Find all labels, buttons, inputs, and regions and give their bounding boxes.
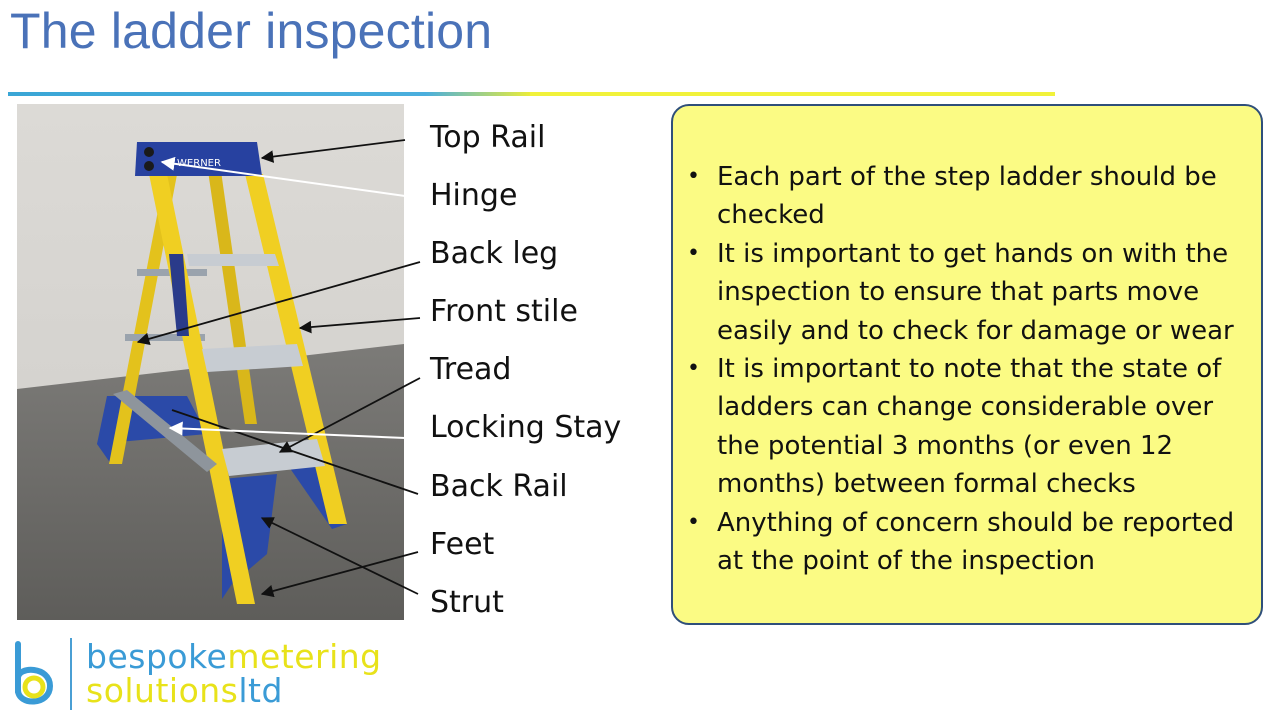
logo-word-bespoke: bespoke <box>86 637 228 676</box>
werner-logo-text: WERNER <box>177 158 221 169</box>
bullet-list: Each part of the step ladder should be c… <box>685 158 1243 580</box>
title-underline-blue <box>8 92 530 96</box>
label-hinge: Hinge <box>430 178 518 213</box>
label-top-rail: Top Rail <box>430 120 546 155</box>
label-feet: Feet <box>430 527 495 562</box>
company-logo-icon <box>15 641 54 705</box>
logo-divider <box>70 638 72 710</box>
logo-word-metering: metering <box>227 637 382 676</box>
company-logo-text: bespokemetering solutionsltd <box>86 640 382 708</box>
label-front-stile: Front stile <box>430 294 578 329</box>
bullet-item: It is important to get hands on with the… <box>687 235 1243 350</box>
bullet-item: Anything of concern should be reported a… <box>687 504 1243 581</box>
notes-box: Each part of the step ladder should be c… <box>671 104 1263 625</box>
label-locking-stay: Locking Stay <box>430 410 622 445</box>
label-back-rail: Back Rail <box>430 469 568 504</box>
slide-title: The ladder inspection <box>10 3 493 59</box>
label-strut: Strut <box>430 585 504 620</box>
label-back-leg: Back leg <box>430 236 559 271</box>
ladder-photo: WERNER <box>17 104 404 620</box>
title-underline-yellow <box>530 92 1055 96</box>
logo-word-solutions: solutions <box>86 671 239 710</box>
bullet-item: Each part of the step ladder should be c… <box>687 158 1243 235</box>
label-tread: Tread <box>430 352 512 387</box>
logo-word-ltd: ltd <box>238 671 283 710</box>
bullet-item: It is important to note that the state o… <box>687 350 1243 504</box>
